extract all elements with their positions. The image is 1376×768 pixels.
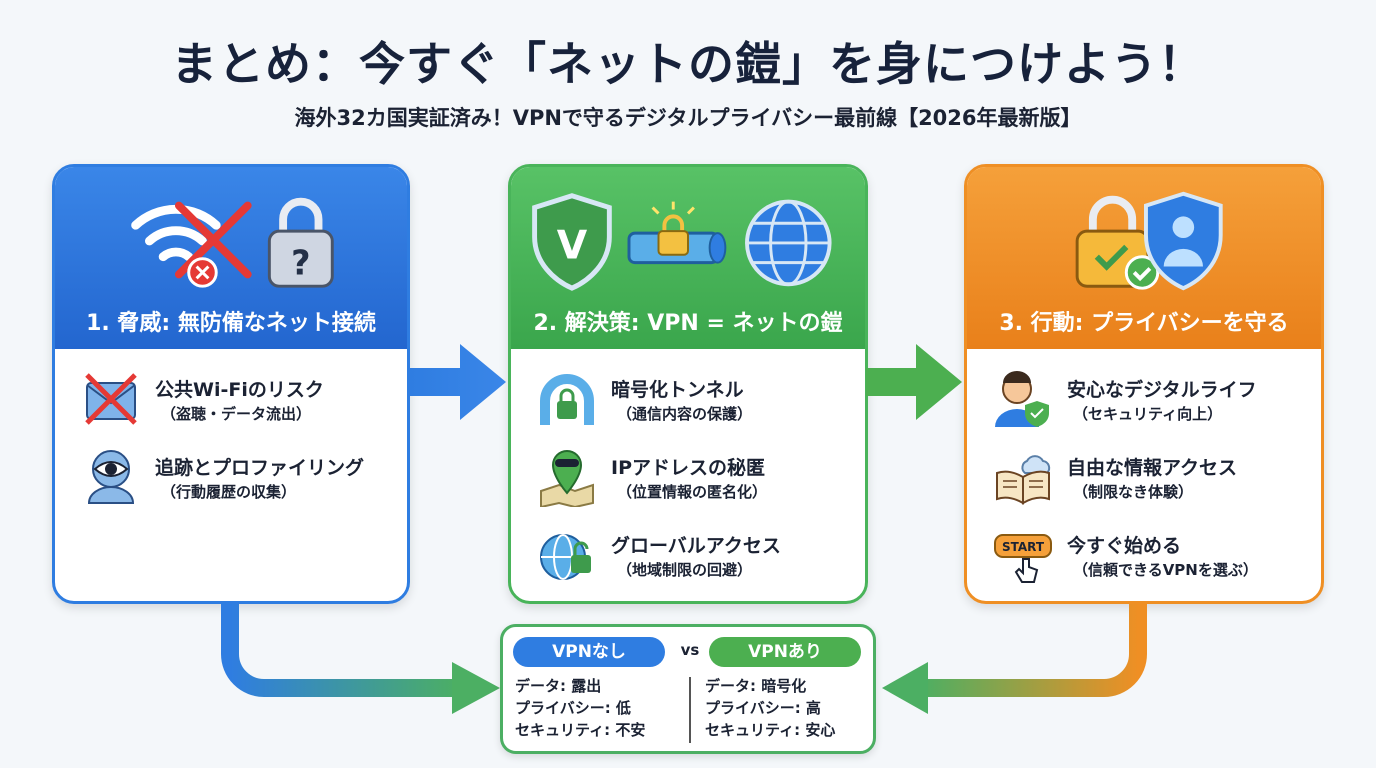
without-vpn-list: データ: 露出 プライバシー: 低 セキュリティ: 不安: [515, 675, 645, 741]
arrow-to-comparison-left: [221, 604, 500, 714]
globe-unlock-icon: [540, 534, 591, 580]
svg-text:?: ?: [291, 243, 310, 282]
item-label: 自由な情報アクセス: [1067, 457, 1238, 479]
action-card-header: 3. 行動: プライバシーを守る: [967, 167, 1321, 349]
encrypted-tunnel-icon: [627, 201, 727, 265]
vpn-comparison-box: VPNなし vs VPNあり データ: 露出 プライバシー: 低 セキュリティ:…: [500, 624, 876, 754]
secure-person-icon: [995, 371, 1049, 427]
solution-card-title: 2. 解決策: VPN = ネットの鎧: [533, 311, 843, 336]
comparison-divider: [689, 677, 691, 743]
without-vpn-pill: VPNなし: [513, 637, 665, 667]
solution-card-header: V 2. 解決策: VPN = ネットの鎧: [511, 167, 865, 349]
arrow-right-green: [866, 344, 962, 420]
with-row: データ: 暗号化: [705, 677, 807, 695]
padlock-check-icon: [1075, 195, 1160, 290]
item-label: 公共Wi-Fiのリスク: [155, 379, 324, 401]
threat-card-title: 1. 脅威: 無防備なネット接続: [86, 311, 376, 336]
item-label: 安心なデジタルライフ: [1067, 379, 1257, 401]
solution-header-icons: V: [532, 193, 832, 291]
list-item: 公共Wi-Fiのリスク （盗聴・データ流出）: [81, 369, 391, 435]
start-button-icon: START: [994, 534, 1052, 583]
padlock-question-icon: ?: [267, 197, 334, 288]
item-label: 暗号化トンネル: [611, 379, 744, 401]
list-item: START 今すぐ始める （信頼できるVPNを選ぶ）: [993, 525, 1303, 591]
threat-card: ? 1. 脅威: 無防備なネット接続 公共Wi-Fiのリスク （盗聴・データ流出…: [52, 164, 410, 604]
open-book-cloud-icon: [996, 455, 1051, 505]
item-label: グローバルアクセス: [611, 535, 781, 557]
svg-text:START: START: [1002, 540, 1045, 554]
list-item: 安心なデジタルライフ （セキュリティ向上）: [993, 369, 1303, 435]
arrow-to-comparison-right: [882, 604, 1147, 714]
with-vpn-pill: VPNあり: [709, 637, 861, 667]
page-title: まとめ：今すぐ「ネットの鎧」を身につけよう！: [171, 37, 1205, 91]
wifi-warning-icon: [131, 201, 252, 288]
list-item: IPアドレスの秘匿 （位置情報の匿名化）: [537, 447, 847, 513]
masked-pin-icon: [540, 449, 594, 507]
list-item: 自由な情報アクセス （制限なき体験）: [993, 447, 1303, 513]
list-item: グローバルアクセス （地域制限の回避）: [537, 525, 847, 591]
action-card-title: 3. 行動: プライバシーを守る: [999, 311, 1289, 336]
globe-icon: [745, 199, 832, 287]
item-label: IPアドレスの秘匿: [611, 457, 765, 479]
item-detail: （盗聴・データ流出）: [161, 405, 312, 423]
threat-header-icons: ?: [131, 197, 334, 288]
without-row: プライバシー: 低: [515, 699, 631, 717]
item-detail: （地域制限の回避）: [617, 561, 753, 579]
list-item: 追跡とプロファイリング （行動履歴の収集）: [81, 447, 391, 513]
action-card: 3. 行動: プライバシーを守る 安心なデジタルライフ （セキュリティ向上） 自…: [964, 164, 1324, 604]
item-detail: （行動履歴の収集）: [161, 483, 297, 501]
item-detail: （通信内容の保護）: [617, 405, 753, 423]
threat-card-header: ? 1. 脅威: 無防備なネット接続: [55, 167, 407, 349]
action-header-icons: [1075, 191, 1223, 291]
vs-label: vs: [680, 641, 700, 659]
solution-card: V 2. 解決策: VPN = ネットの鎧: [508, 164, 868, 604]
broken-envelope-icon: [85, 373, 137, 425]
tunnel-lock-icon: [540, 374, 594, 425]
item-detail: （位置情報の匿名化）: [617, 483, 768, 501]
list-item: 暗号化トンネル （通信内容の保護）: [537, 369, 847, 435]
with-row: プライバシー: 高: [705, 699, 821, 717]
arrow-right-blue: [410, 344, 506, 420]
shield-user-icon: [1144, 191, 1223, 291]
without-row: データ: 露出: [515, 677, 602, 695]
item-detail: （セキュリティ向上）: [1073, 405, 1223, 423]
item-detail: （信頼できるVPNを選ぶ）: [1073, 561, 1258, 579]
with-row: セキュリティ: 安心: [705, 721, 836, 739]
page-subtitle: 海外32カ国実証済み！VPNで守るデジタルプライバシー最前線【2026年最新版】: [294, 106, 1082, 130]
with-vpn-list: データ: 暗号化 プライバシー: 高 セキュリティ: 安心: [705, 675, 835, 741]
eye-tracking-icon: [87, 450, 135, 504]
item-detail: （制限なき体験）: [1073, 483, 1194, 501]
svg-text:V: V: [557, 223, 588, 269]
without-row: セキュリティ: 不安: [515, 721, 646, 739]
item-label: 今すぐ始める: [1067, 535, 1182, 557]
item-label: 追跡とプロファイリング: [155, 457, 365, 479]
shield-v-icon: V: [532, 193, 612, 291]
